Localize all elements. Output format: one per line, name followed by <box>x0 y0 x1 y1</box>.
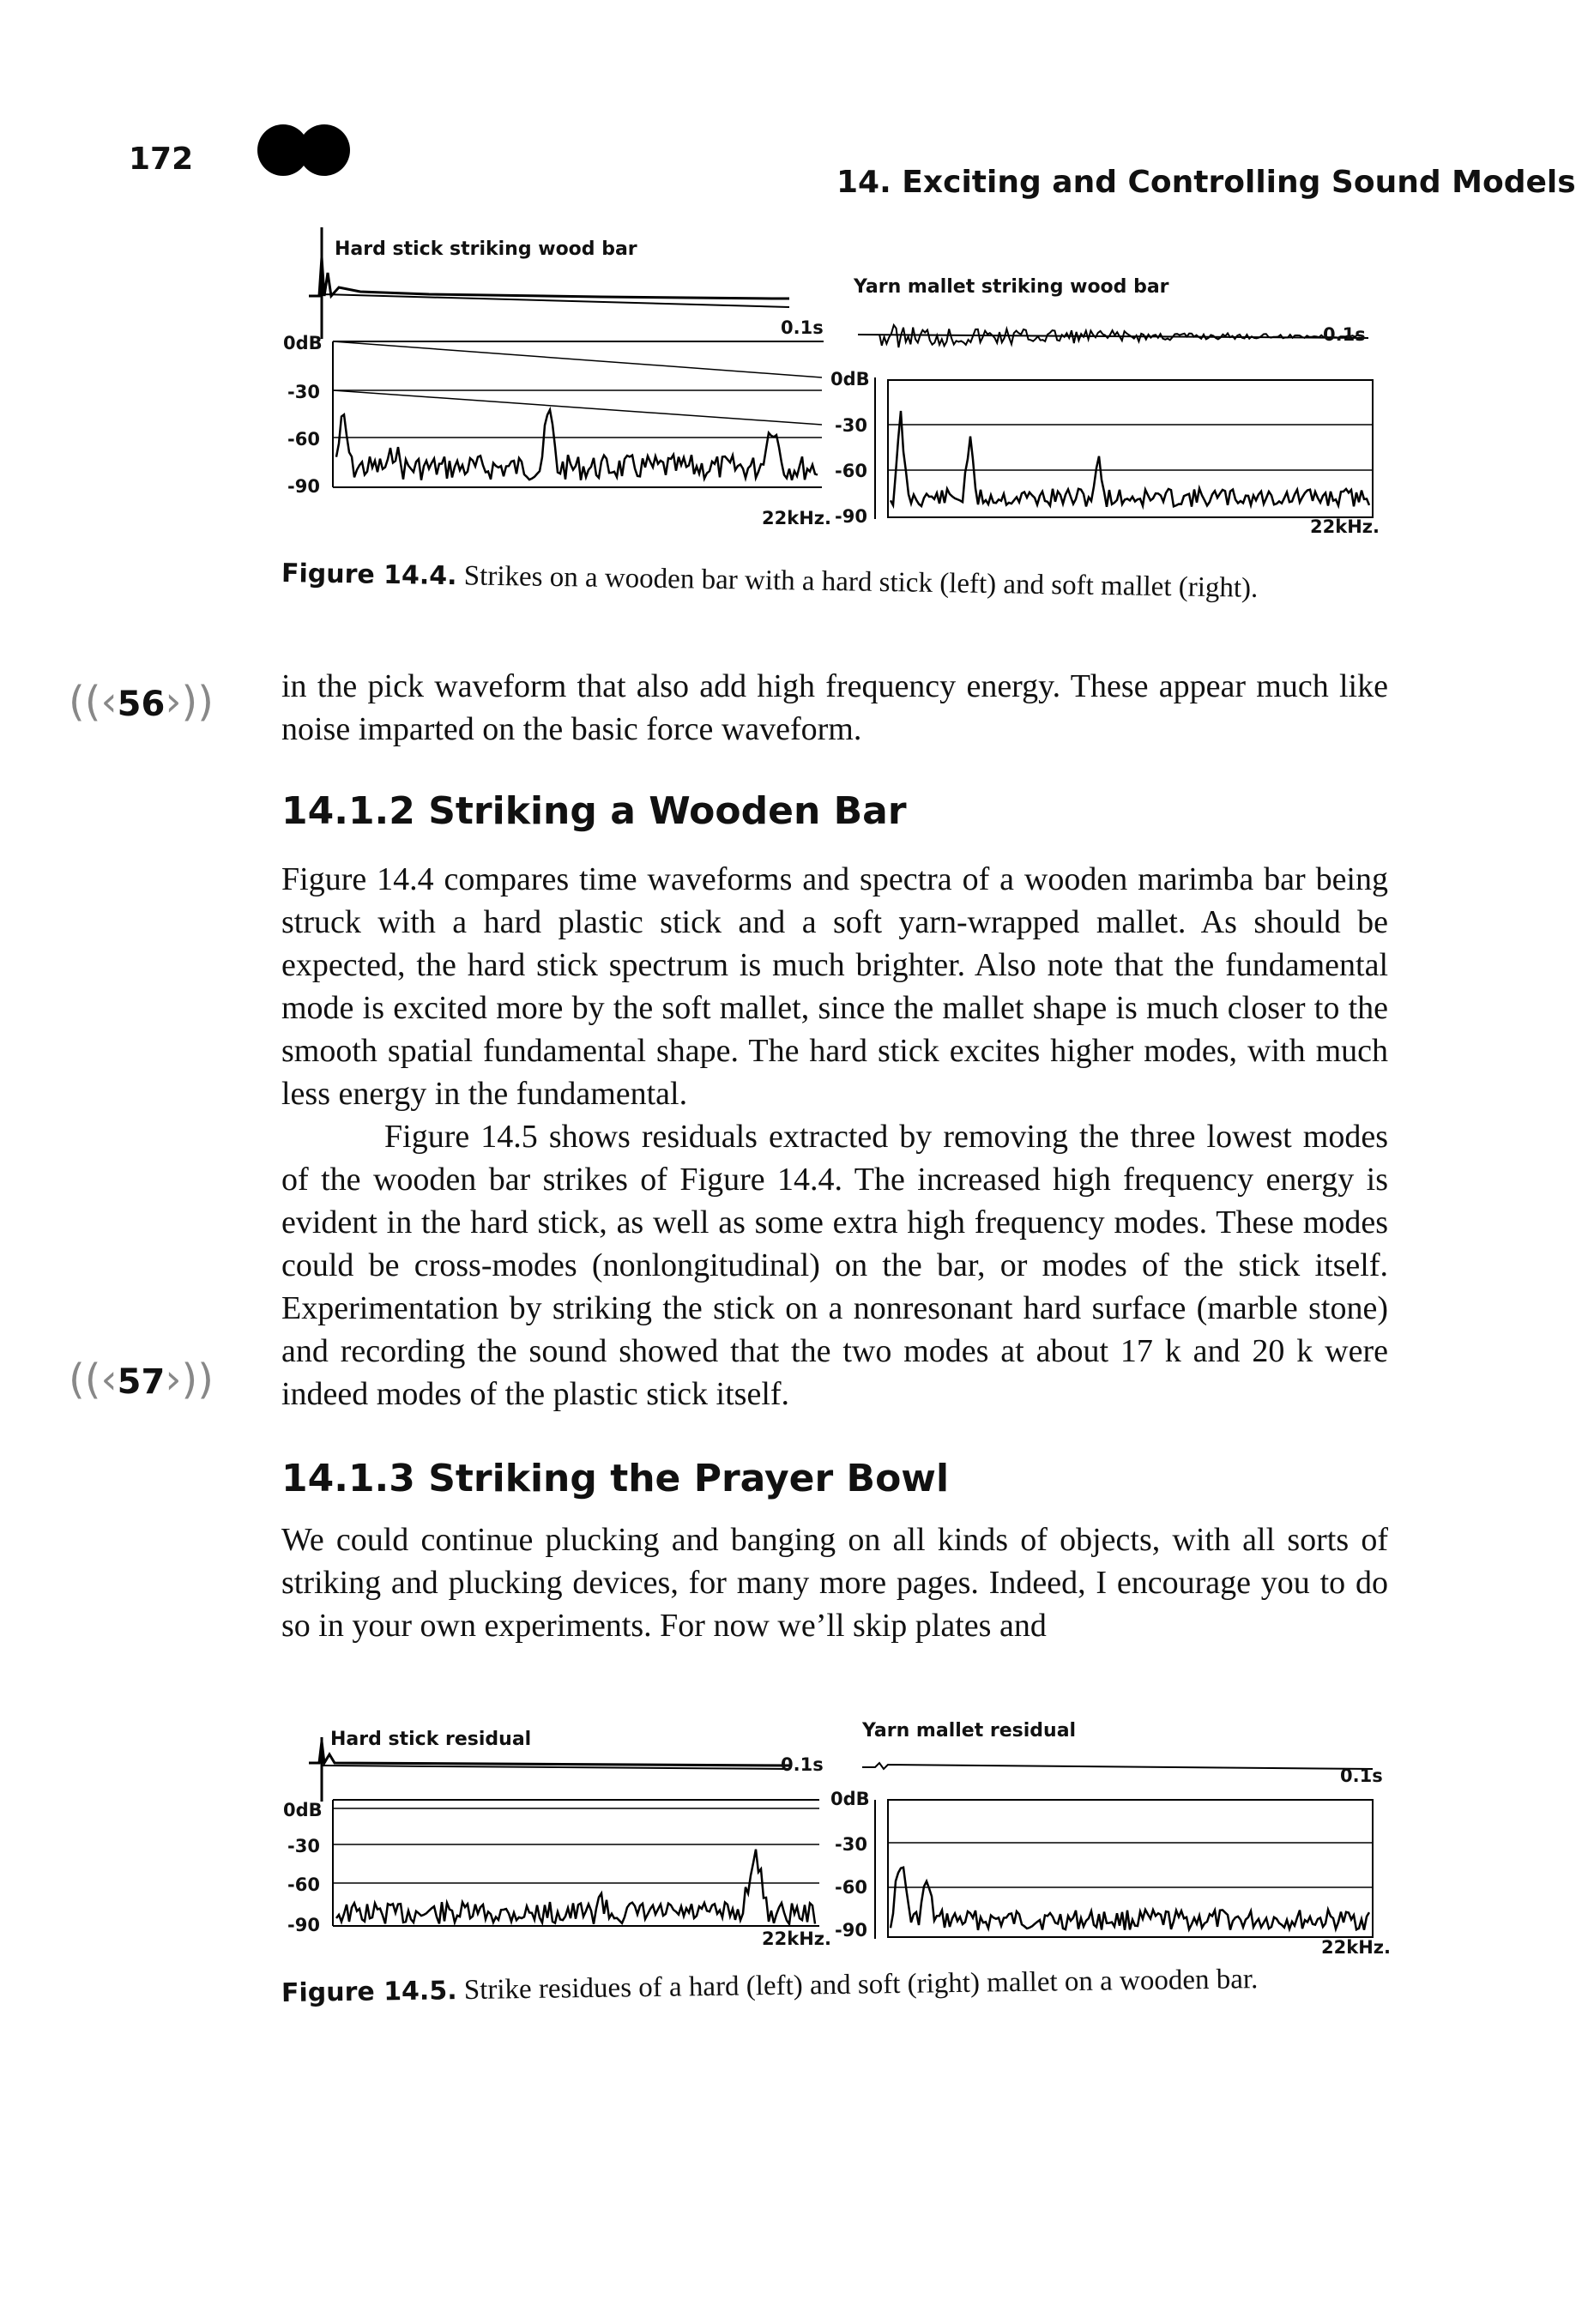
right-residual-tick-30: -30 <box>835 1834 867 1855</box>
marker-56: ((‹56›)) <box>69 678 214 726</box>
right-residual-tick-60: -60 <box>835 1877 867 1898</box>
decorative-dots-icon <box>257 124 350 176</box>
paragraph-3: We could continue plucking and banging o… <box>281 1522 1388 1644</box>
left-tick-0db: 0dB <box>283 333 323 353</box>
left-residual-tick-30: -30 <box>287 1836 320 1856</box>
figure-14-4: Hard stick striking wood bar Yarn mallet… <box>0 0 1552 652</box>
left-tick-90: -90 <box>287 476 320 497</box>
right-tick-30: -30 <box>835 415 867 436</box>
right-residual-time <box>862 1761 1374 1771</box>
paragraph-2: Figure 14.5 shows residuals extracted by… <box>281 1119 1388 1412</box>
right-residual-tick-0db: 0dB <box>830 1789 870 1809</box>
left-tick-60: -60 <box>287 429 320 450</box>
right-residual-spectrum <box>874 1799 1374 1939</box>
paragraph-0: in the pick waveform that also add high … <box>281 668 1388 747</box>
figure-14-4-plots <box>309 227 1374 519</box>
left-residual-tick-60: -60 <box>287 1874 320 1895</box>
right-time-waveform <box>857 323 1369 348</box>
right-freq-label: 22kHz. <box>1310 516 1380 537</box>
marker-56-number: 56 <box>117 685 166 724</box>
right-tick-60: -60 <box>835 461 867 481</box>
section-14-1-3-body: We could continue plucking and banging o… <box>281 1518 1388 1647</box>
left-spectrum <box>332 341 824 488</box>
paragraph-1: Figure 14.4 compares time waveforms and … <box>281 861 1388 1112</box>
left-residual-freq-label: 22kHz. <box>762 1929 831 1949</box>
right-tick-0db: 0dB <box>830 369 870 389</box>
left-residual-spectrum <box>332 1799 819 1928</box>
right-plot-title: Yarn mallet striking wood bar <box>854 276 1169 298</box>
right-residual-freq-label: 22kHz. <box>1321 1937 1391 1958</box>
section-14-1-2-body: Figure 14.4 compares time waveforms and … <box>281 858 1388 1416</box>
left-time-label: 0.1s <box>781 317 824 338</box>
left-residual-tick-90: -90 <box>287 1915 320 1935</box>
marker-57-number: 57 <box>117 1362 166 1402</box>
left-residual-time-label: 0.1s <box>781 1754 824 1775</box>
section-heading-14-1-2: 14.1.2 Striking a Wooden Bar <box>281 789 907 833</box>
left-plot-title: Hard stick striking wood bar <box>335 238 637 260</box>
paragraph-continued: in the pick waveform that also add high … <box>281 665 1388 751</box>
marker-57: ((‹57›)) <box>69 1355 214 1403</box>
right-time-label: 0.1s <box>1323 324 1366 345</box>
left-residual-tick-0db: 0dB <box>283 1800 323 1820</box>
right-residual-time-label: 0.1s <box>1340 1766 1383 1786</box>
left-residual-title: Hard stick residual <box>330 1729 532 1750</box>
right-tick-90: -90 <box>835 506 867 527</box>
right-residual-title: Yarn mallet residual <box>862 1720 1077 1741</box>
left-freq-label: 22kHz. <box>762 508 831 528</box>
right-spectrum <box>874 377 1374 519</box>
section-heading-14-1-3: 14.1.3 Striking the Prayer Bowl <box>281 1457 950 1500</box>
left-tick-30: -30 <box>287 382 320 402</box>
right-residual-tick-90: -90 <box>835 1920 867 1941</box>
figure-14-5-caption-number: Figure 14.5. <box>281 1976 457 2008</box>
running-head: 14. Exciting and Controlling Sound Model… <box>836 165 1576 200</box>
page-number: 172 <box>129 142 194 177</box>
left-residual-time <box>309 1737 790 1802</box>
left-time-waveform <box>309 227 790 339</box>
